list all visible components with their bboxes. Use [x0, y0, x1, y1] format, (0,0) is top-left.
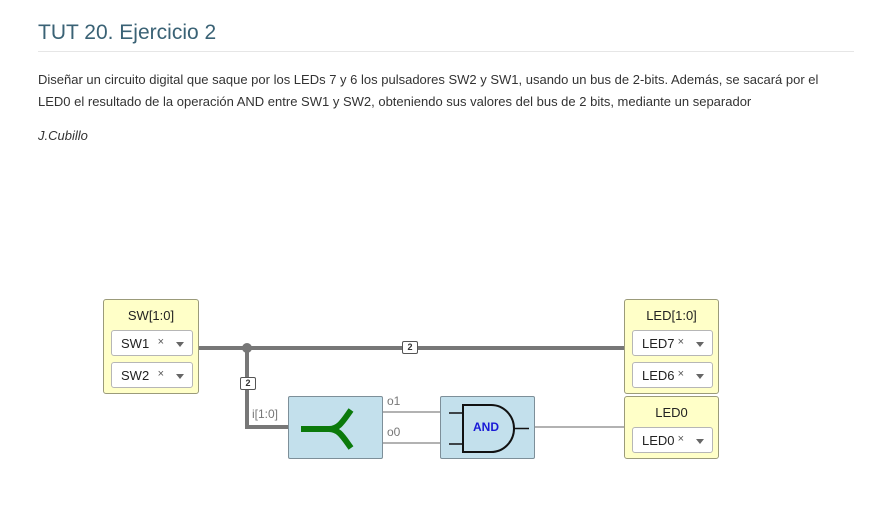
chevron-down-icon[interactable] — [176, 342, 184, 347]
select-value: SW1 — [121, 336, 150, 351]
exercise-description: Diseñar un circuito digital que saque po… — [38, 72, 819, 109]
and-gate-module[interactable]: AND — [440, 396, 535, 459]
splitter-icon — [301, 408, 354, 450]
author-name: J.Cubillo — [38, 128, 88, 143]
chevron-down-icon[interactable] — [176, 374, 184, 379]
select-value: LED0 — [642, 433, 675, 448]
and-gate-icon — [449, 404, 529, 453]
chevron-down-icon[interactable] — [696, 342, 704, 347]
clear-icon[interactable]: × — [677, 433, 684, 445]
output-block-led0[interactable]: LED0 LED0 × — [624, 396, 719, 459]
splitter-output-label-o1: o1 — [387, 394, 401, 408]
output-block-led[interactable]: LED[1:0] LED7 × LED6 × — [624, 299, 719, 394]
input-block-title: SW[1:0] — [127, 308, 175, 323]
clear-icon[interactable]: × — [677, 368, 684, 380]
title-divider — [38, 51, 854, 52]
input-block-sw[interactable]: SW[1:0] SW1 × SW2 × — [103, 299, 199, 394]
select-value: LED7 — [642, 336, 675, 351]
bus-splitter-module[interactable] — [288, 396, 383, 459]
splitter-output-label-o0: o0 — [387, 425, 401, 439]
clear-icon[interactable]: × — [677, 336, 684, 348]
bus-width-badge-branch: 2 — [240, 377, 256, 390]
page-title: TUT 20. Ejercicio 2 — [38, 21, 217, 44]
chevron-down-icon[interactable] — [696, 374, 704, 379]
led-select-led7[interactable]: LED7 × — [632, 330, 713, 356]
switch-select-sw2[interactable]: SW2 × — [111, 362, 193, 388]
select-value: LED6 — [642, 368, 675, 383]
bus-width-badge-main: 2 — [402, 341, 418, 354]
led-select-led6[interactable]: LED6 × — [632, 362, 713, 388]
and-gate-label: AND — [473, 420, 499, 434]
clear-icon[interactable]: × — [157, 368, 164, 380]
clear-icon[interactable]: × — [157, 336, 164, 348]
output-block-title: LED[1:0] — [646, 308, 697, 323]
switch-select-sw1[interactable]: SW1 × — [111, 330, 193, 356]
select-value: SW2 — [121, 368, 150, 383]
bus-junction-dot — [242, 343, 252, 353]
led-select-led0[interactable]: LED0 × — [632, 427, 713, 453]
chevron-down-icon[interactable] — [696, 439, 704, 444]
splitter-input-label: i[1:0] — [252, 407, 279, 421]
output-block-title: LED0 — [655, 405, 688, 420]
